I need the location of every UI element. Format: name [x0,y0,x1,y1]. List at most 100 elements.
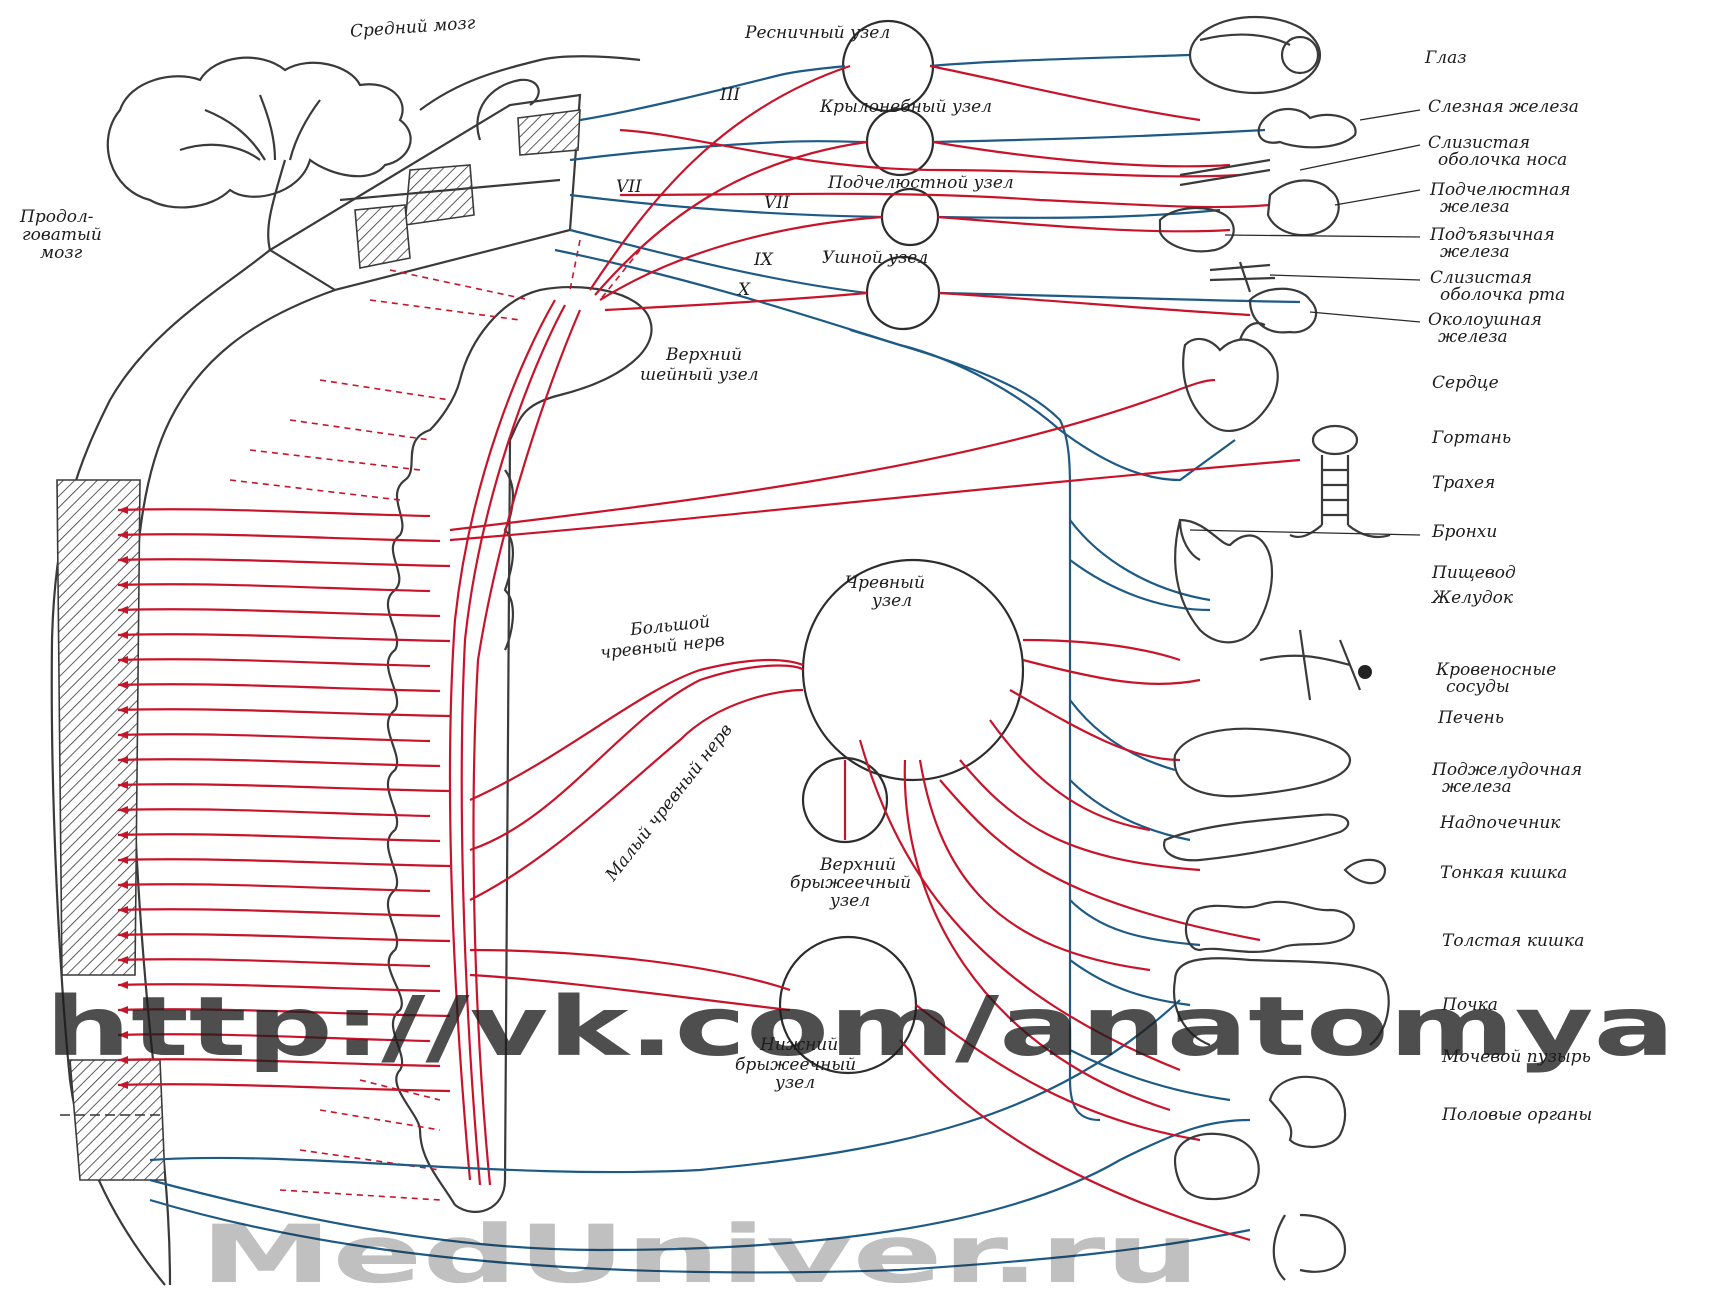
label-cn-vii-a: VII [616,177,642,197]
organ-label: Желудок [1431,588,1514,608]
organ-label: Печень [1437,708,1504,728]
sympathetic-fiber-line [118,809,430,816]
label-pointer-line [1225,235,1420,237]
postganglionic-fiber-line [570,240,580,290]
postganglionic-fiber-line [230,480,400,500]
oral-mucosa-sketch [1210,262,1275,292]
organ-label: сосуды [1446,677,1510,697]
label-medulla-2: говатый [22,225,102,245]
postganglionic-fiber-line [390,270,530,300]
heart-sketch [1183,323,1278,431]
label-superior-mesenteric-1: Верхний [819,855,896,875]
label-celiac-2: узел [871,591,912,611]
label-pointer-line [1335,190,1420,205]
bladder-sketch [1175,1134,1259,1199]
organ-label: Гортань [1431,428,1511,448]
larynx-trachea-sketch [1290,426,1390,537]
sympathetic-fiber-line [118,859,450,866]
sympathetic-fiber-line [118,959,430,966]
label-superior-mesenteric-2: брыжеечный [790,873,911,893]
spinal-cord [52,250,335,1285]
kidney-sketch [1270,1077,1345,1147]
sympathetic-fiber-line [118,934,450,941]
organ-label: железа [1440,197,1510,217]
organ-label: Надпочечник [1439,813,1561,833]
label-pointer-line [1310,312,1420,322]
sympathetic-fiber-line [118,834,440,841]
label-celiac-1: Чревный [845,573,925,593]
sympathetic-fiber-line [118,709,450,716]
label-pointer-line [1300,145,1420,170]
sympathetic-fiber-line [118,884,430,891]
sympathetic-fiber-line [118,534,440,541]
small-intestine-sketch [1186,902,1354,952]
label-submandibular-ganglion: Подчелюстной узел [827,173,1014,193]
submandibular-ganglion-circle [882,189,938,245]
organ-label: Пищевод [1431,563,1516,583]
sympathetic-fiber-line [118,509,430,516]
adrenal-sketch [1345,860,1385,883]
organ-label: Слезная железа [1428,97,1579,117]
organ-label: железа [1440,242,1510,262]
organ-label: Толстая кишка [1442,931,1584,951]
nasal-mucosa-sketch [1180,160,1270,185]
label-cn-iii: III [719,85,740,105]
eye-sketch [1190,17,1320,93]
sympathetic-fiber-line [118,1084,450,1091]
pancreas-sketch [1164,815,1348,861]
label-superior-cervical-2: шейный узел [640,365,759,385]
submandibular-gland-sketch [1268,180,1339,235]
postganglionic-fiber-line [600,250,640,300]
label-pointer-line [1270,275,1420,280]
sympathetic-fiber-line [118,634,450,641]
organ-label: Половые органы [1441,1105,1592,1125]
label-ciliary-ganglion: Ресничный узел [744,23,890,43]
label-otic-ganglion: Ушной узел [822,248,928,268]
label-cn-vii-b: VII [764,193,790,213]
label-cn-x: X [736,280,751,300]
organ-label: Трахея [1432,473,1495,493]
label-medulla-1: Продол- [19,207,94,227]
sympathetic-fiber-line [118,784,450,791]
organ-label: железа [1442,777,1512,797]
liver-sketch [1175,729,1350,796]
genitalia-sketch [1274,1215,1345,1280]
watermark-main: http://vk.com/anatomya [45,980,1675,1075]
blood-vessels-sketch [1260,630,1372,700]
organ-label: Сердце [1432,373,1499,393]
structure-labels: Средний мозг Продол- говатый мозг Реснич… [19,13,1014,1093]
postganglionic-fiber-line [290,420,430,440]
postganglionic-fiber-line [320,1110,440,1130]
label-medulla-3: мозг [40,243,83,263]
postganglionic-fiber-line [280,1190,440,1200]
lacrimal-gland-sketch [1259,109,1356,147]
label-midbrain: Средний мозг [349,13,476,42]
stomach-esophagus-sketch [1175,520,1272,642]
organ-label: Глаз [1424,48,1467,68]
organ-label: оболочка рта [1440,285,1565,305]
organ-label: оболочка носа [1438,150,1567,170]
sympathetic-fiber-line [118,759,440,766]
postganglionic-fiber-line [320,380,450,400]
label-pterygopalatine-ganglion: Крылонебный узел [819,97,992,117]
sympathetic-fiber-line [118,684,440,691]
sympathetic-fiber-line [118,734,430,741]
label-superior-mesenteric-3: узел [829,891,870,911]
sympathetic-fiber-line [118,909,440,916]
sympathetic-fiber-line [118,609,440,616]
sympathetic-fiber-line [118,584,430,591]
celiac-ganglion-circle [803,560,1023,780]
postganglionic-fiber-line [370,300,520,320]
label-pointer-line [1190,530,1420,535]
watermark-secondary: MedUniver.ru [200,1208,1200,1296]
organ-label: Тонкая кишка [1440,863,1567,883]
label-lesser-splanchnic: Малый чревный нерв [601,720,737,886]
sympathetic-fiber-line [118,659,430,666]
brain-outline [108,56,640,290]
parotid-gland-sketch [1250,289,1316,333]
pterygopalatine-ganglion-circle [867,109,933,175]
label-pointer-line [1360,110,1420,120]
label-superior-cervical-1: Верхний [665,345,742,365]
